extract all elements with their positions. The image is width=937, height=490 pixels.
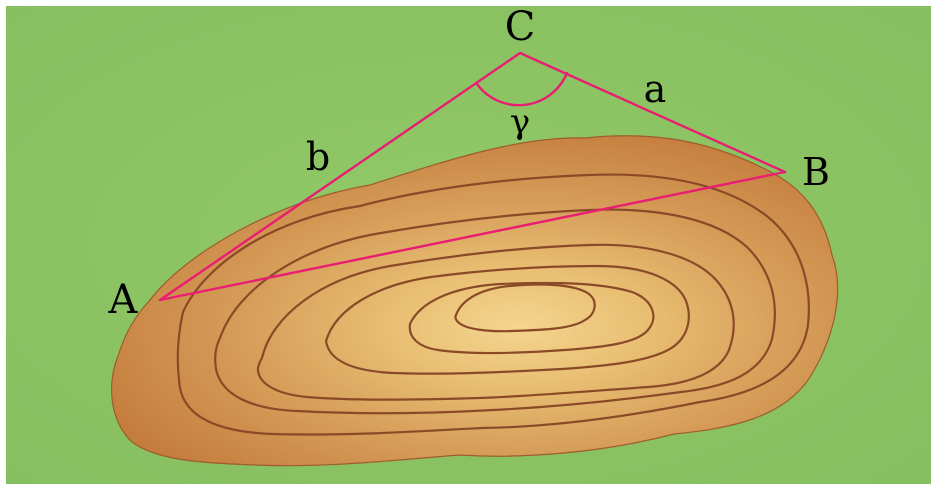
vertex-label-b: B	[802, 150, 830, 194]
contour-line-6	[454, 283, 596, 333]
vertex-label-c: C	[505, 4, 536, 50]
side-b-line	[158, 51, 522, 302]
terrain-island	[111, 135, 839, 467]
vertex-label-a: A	[108, 277, 139, 323]
angle-gamma-arc	[475, 71, 569, 107]
contour-line-1	[176, 173, 810, 436]
contour-line-4	[324, 264, 690, 375]
side-c-line	[158, 170, 787, 302]
contour-line-3	[256, 243, 735, 401]
contour-line-5	[408, 281, 655, 355]
angle-label-gamma: γ	[510, 102, 530, 142]
side-a-line	[518, 51, 787, 174]
side-label-a: a	[644, 67, 667, 111]
contour-line-2	[214, 208, 776, 415]
side-label-b: b	[306, 135, 330, 179]
